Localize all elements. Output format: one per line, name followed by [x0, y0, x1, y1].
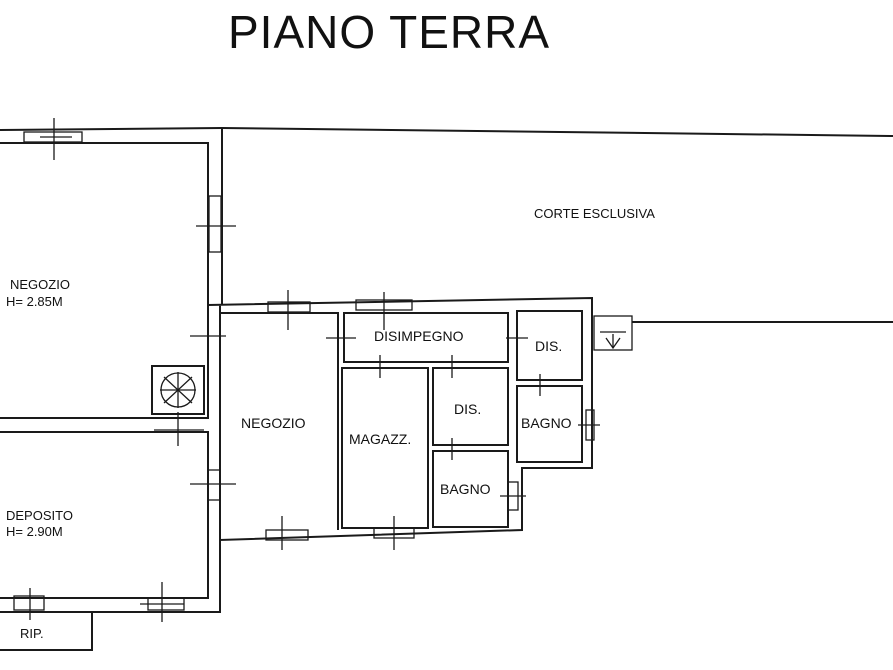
label-bagno-lower: BAGNO	[440, 481, 491, 497]
label-negozio-left: NEGOZIO	[10, 277, 70, 292]
deposito-walls	[0, 431, 209, 599]
left-shop-walls	[0, 142, 209, 419]
window-marks	[13, 118, 600, 622]
courtyard-boundary-top	[0, 126, 893, 137]
center-shop-walls	[220, 312, 339, 530]
disimpegno-walls	[343, 312, 509, 363]
central-block-outer-walls	[207, 296, 593, 542]
label-magazzino: MAGAZZ.	[349, 431, 411, 447]
label-disimpegno: DISIMPEGNO	[374, 328, 464, 344]
ripostiglio-walls	[0, 611, 93, 651]
downspout-icon	[593, 315, 633, 351]
label-corte: CORTE ESCLUSIVA	[534, 206, 655, 221]
magazzino-walls	[341, 367, 429, 529]
bagno-right-walls	[516, 385, 583, 463]
label-bagno-right: BAGNO	[521, 415, 572, 431]
ventilation-fan-icon	[151, 365, 205, 415]
label-deposito-height: H= 2.90M	[6, 524, 63, 539]
label-dis-right: DIS.	[535, 338, 562, 354]
dis-middle-walls	[432, 367, 509, 446]
label-dis-middle: DIS.	[454, 401, 481, 417]
label-negozio-left-height: H= 2.85M	[6, 294, 63, 309]
label-deposito: DEPOSITO	[6, 508, 73, 523]
plan-title: PIANO TERRA	[228, 6, 550, 58]
deposito-outer-wall	[0, 540, 221, 613]
label-negozio-center: NEGOZIO	[241, 415, 306, 431]
dis-right-walls	[516, 310, 583, 381]
label-ripostiglio: RIP.	[20, 626, 44, 641]
bagno-lower-walls	[432, 450, 509, 528]
